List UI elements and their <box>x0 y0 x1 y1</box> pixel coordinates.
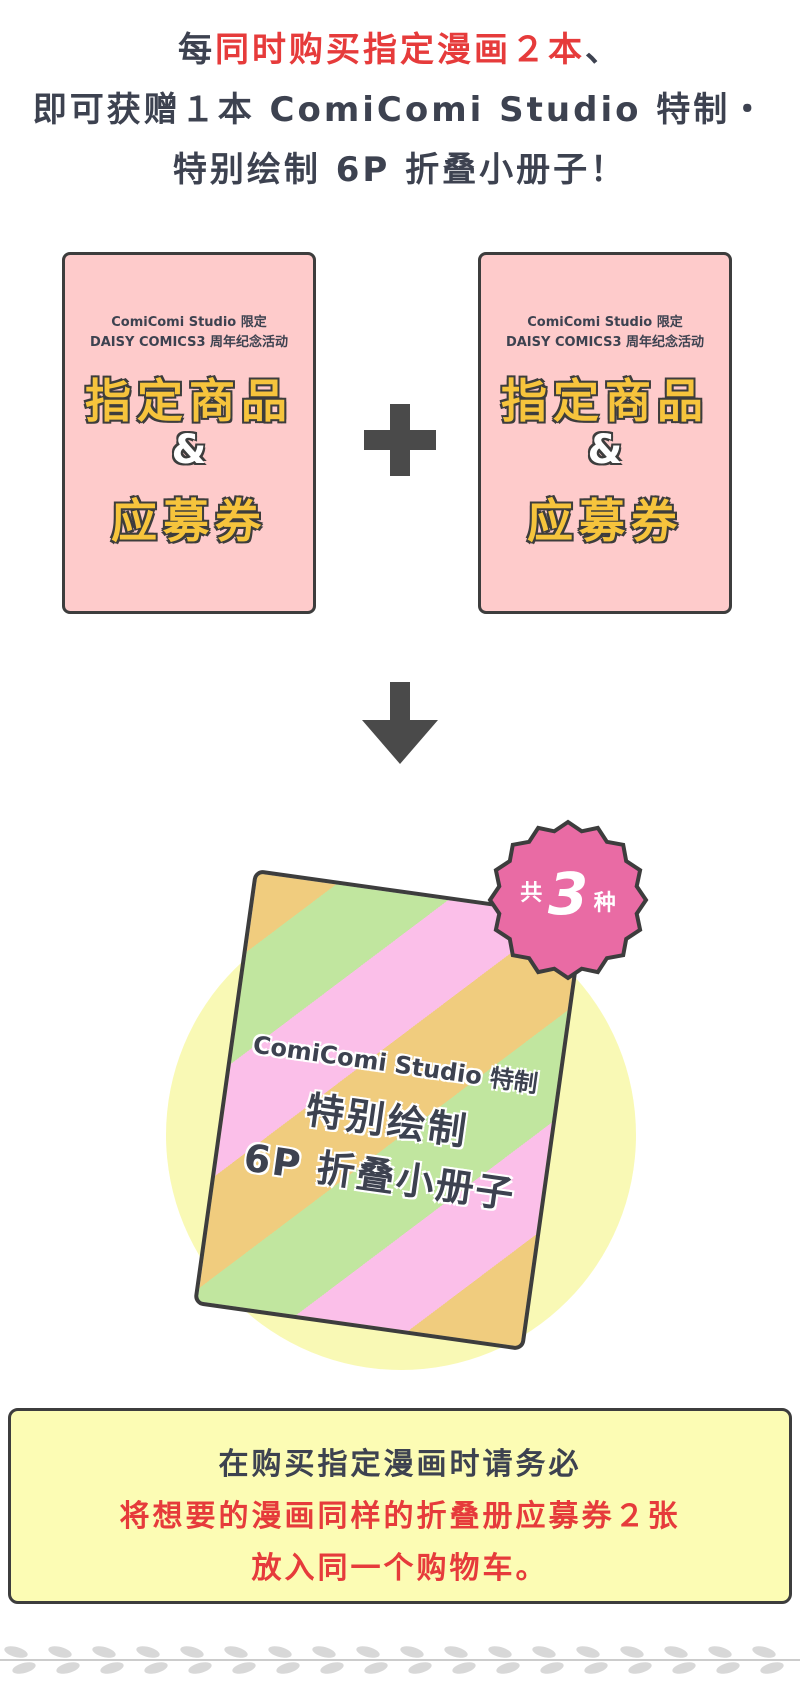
voucher-card-right: ComiComi Studio 限定 DAISY COMICS3 周年纪念活动 … <box>478 252 732 614</box>
card-ampersand: & <box>587 427 623 473</box>
headline-prefix: 每 <box>178 30 215 70</box>
leaf-mark <box>364 1662 388 1674</box>
card-ampersand: & <box>171 427 207 473</box>
leaf-divider-icon <box>0 1646 800 1674</box>
notice-line-3: 放入同一个购物车。 <box>251 1551 549 1586</box>
leaf-mark <box>224 1646 248 1658</box>
card-title-product: 指定商品 <box>500 373 709 429</box>
leaf-mark <box>188 1662 212 1674</box>
leaf-mark <box>4 1646 28 1658</box>
badge-label: 共 3 种 <box>480 860 656 928</box>
leaf-mark <box>576 1646 600 1658</box>
leaf-mark <box>400 1646 424 1658</box>
leaf-mark <box>452 1662 476 1674</box>
leaf-mark <box>312 1646 336 1658</box>
leaf-mark <box>444 1646 468 1658</box>
leaf-mark <box>180 1646 204 1658</box>
leaf-mark <box>408 1662 432 1674</box>
badge-prefix: 共 <box>520 881 543 906</box>
headline-highlight: 同时购买指定漫画２本 <box>215 30 585 70</box>
leaf-mark <box>584 1662 608 1674</box>
voucher-card-left: ComiComi Studio 限定 DAISY COMICS3 周年纪念活动 … <box>62 252 316 614</box>
card-subtitle-1: ComiComi Studio 限定 <box>111 315 267 330</box>
badge-number: 3 <box>547 860 589 928</box>
badge: 共 3 种 <box>480 812 656 988</box>
leaf-mark <box>708 1646 732 1658</box>
leaf-mark <box>100 1662 124 1674</box>
plus-icon <box>364 404 436 476</box>
leaf-mark <box>664 1646 688 1658</box>
leaf-mark <box>672 1662 696 1674</box>
leaf-mark <box>320 1662 344 1674</box>
leaf-mark <box>488 1646 512 1658</box>
leaf-mark <box>760 1662 784 1674</box>
leaf-mark <box>620 1646 644 1658</box>
headline-line-3: 特别绘制 6P 折叠小册子！ <box>172 150 628 190</box>
leaf-mark <box>56 1662 80 1674</box>
card-subtitle-2: DAISY COMICS3 周年纪念活动 <box>89 335 289 350</box>
leaf-mark <box>268 1646 292 1658</box>
leaf-mark <box>144 1662 168 1674</box>
leaf-mark <box>540 1662 564 1674</box>
badge-suffix: 种 <box>593 891 616 916</box>
card-title-product: 指定商品 <box>84 373 293 429</box>
card-title-voucher: 应募券 <box>526 493 683 549</box>
leaf-mark <box>496 1662 520 1674</box>
arrow-down-icon <box>362 682 438 764</box>
leaf-mark <box>48 1646 72 1658</box>
card-title-voucher: 应募券 <box>110 493 267 549</box>
card-subtitle-2: DAISY COMICS3 周年纪念活动 <box>505 335 705 350</box>
leaf-mark <box>752 1646 776 1658</box>
card-subtitle-1: ComiComi Studio 限定 <box>527 315 683 330</box>
leaf-mark <box>136 1646 160 1658</box>
leaf-mark <box>232 1662 256 1674</box>
notice-line-2: 将想要的漫画同样的折叠册应募券２张 <box>119 1499 681 1534</box>
notice-box: 在购买指定漫画时请务必 将想要的漫画同样的折叠册应募券２张 放入同一个购物车。 <box>8 1408 792 1604</box>
headline-line-1: 每同时购买指定漫画２本、 <box>0 22 800 71</box>
leaf-mark <box>628 1662 652 1674</box>
leaf-mark <box>532 1646 556 1658</box>
leaf-mark <box>356 1646 380 1658</box>
notice-line-1: 在购买指定漫画时请务必 <box>218 1447 582 1482</box>
scalloped-badge-icon <box>487 819 649 981</box>
leaf-mark <box>716 1662 740 1674</box>
headline-line-2: 即可获赠１本 ComiComi Studio 特制・ <box>32 90 768 130</box>
leaf-mark <box>276 1662 300 1674</box>
headline-suffix: 、 <box>585 30 622 70</box>
leaf-mark <box>92 1646 116 1658</box>
leaf-mark <box>12 1662 36 1674</box>
